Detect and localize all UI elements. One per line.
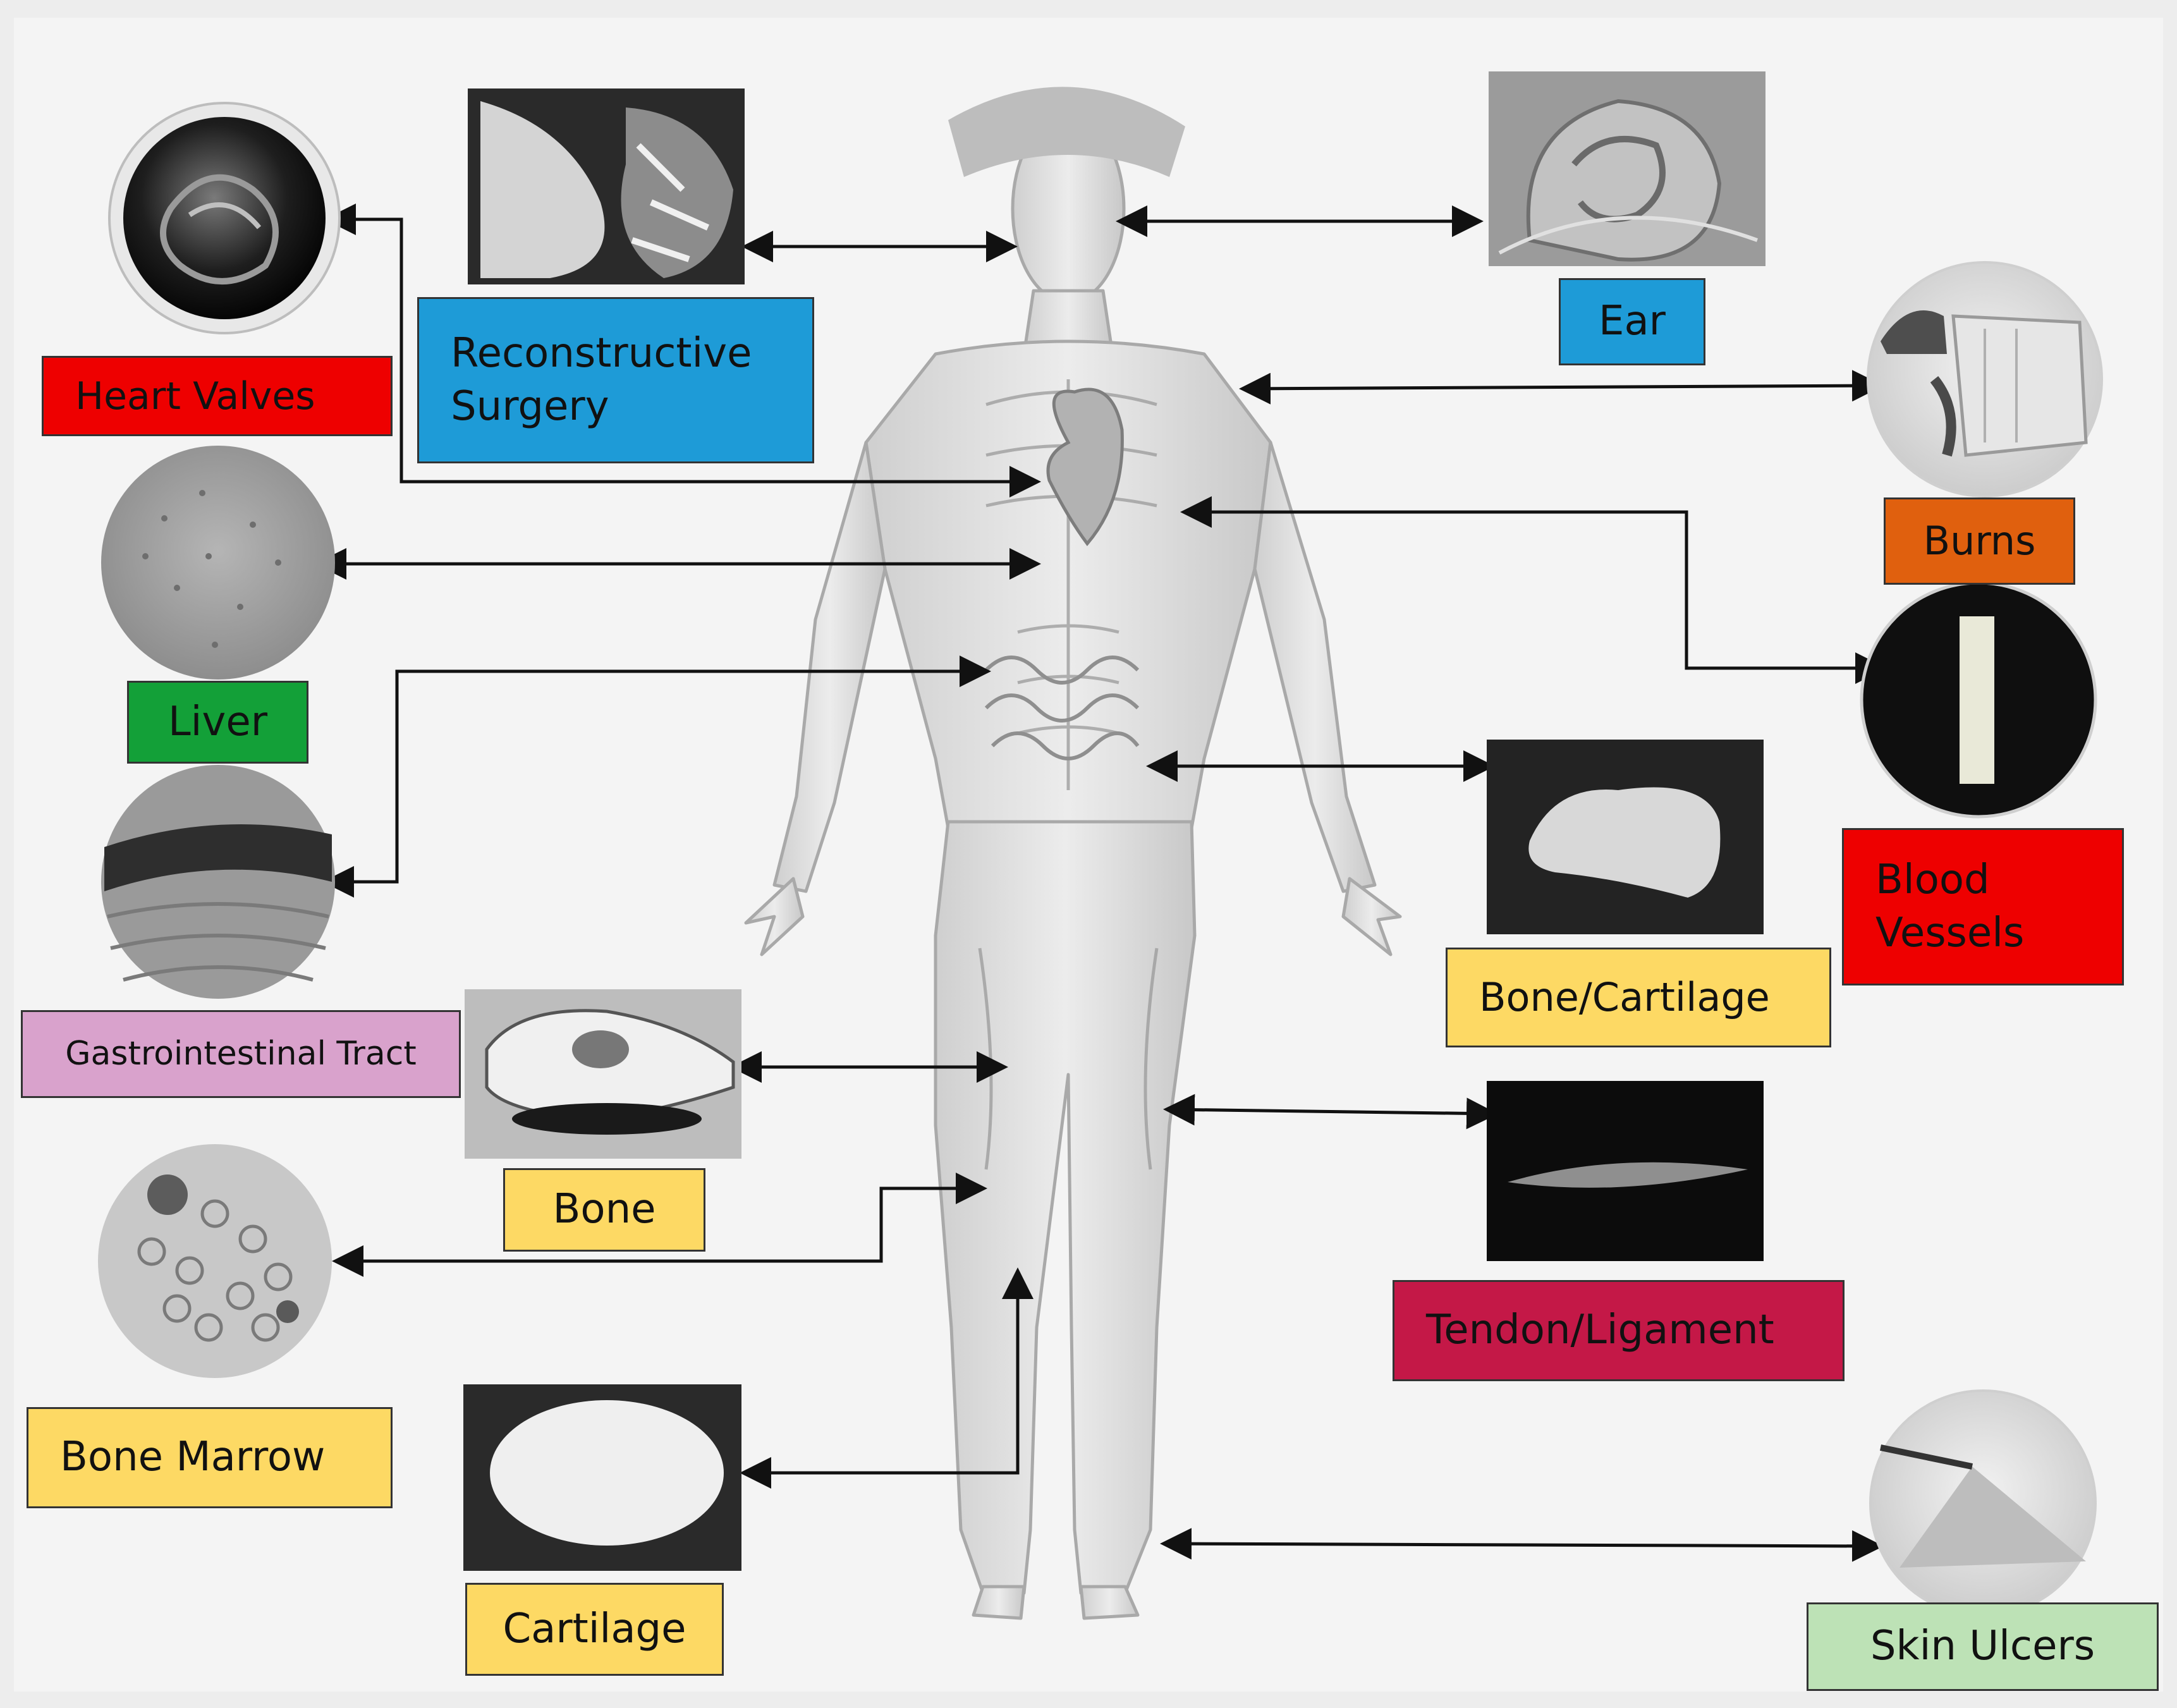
reconstructive-surgery-label: Reconstructive Surgery	[417, 297, 814, 463]
bone-marrow-photo	[98, 1144, 332, 1378]
tendon-ligament-photo	[1487, 1081, 1764, 1261]
arrow-bone-marrow	[332, 1173, 987, 1277]
cartilage-photo	[463, 1384, 741, 1571]
connector-arrows	[315, 204, 1887, 1562]
bone-photo	[465, 989, 741, 1159]
bone-cartilage-photo	[1487, 740, 1764, 934]
heart-valves-photo	[108, 102, 341, 334]
heart-valves-label: Heart Valves	[42, 356, 393, 436]
blood-vessels-photo	[1860, 581, 2097, 819]
reconstructive-surgery-photo	[468, 88, 745, 284]
arrow-heart-valves	[324, 204, 1041, 497]
figure-heart	[1046, 387, 1124, 546]
liver-photo	[101, 446, 335, 680]
bone-marrow-label: Bone Marrow	[27, 1407, 393, 1508]
burns-photo	[1867, 261, 2103, 497]
arrow-burns	[1239, 370, 1884, 405]
figure-intestines	[984, 656, 1140, 760]
bone-label: Bone	[503, 1168, 705, 1252]
skin-ulcers-label: Skin Ulcers	[1807, 1602, 2159, 1691]
ear-label: Ear	[1559, 278, 1705, 365]
gastrointestinal-tract-label: Gastrointestinal Tract	[21, 1010, 461, 1098]
liver-label: Liver	[127, 681, 308, 764]
arrow-tendon-ligament	[1163, 1094, 1498, 1130]
burns-label: Burns	[1884, 497, 2075, 585]
cartilage-label: Cartilage	[465, 1583, 724, 1676]
gastrointestinal-photo	[101, 765, 335, 999]
bone-cartilage-label: Bone/Cartilage	[1446, 948, 1831, 1047]
arrow-blood-vessels	[1180, 496, 1887, 684]
arrow-cartilage	[740, 1267, 1034, 1489]
arrow-gastrointestinal	[322, 656, 991, 898]
skin-ulcers-photo	[1869, 1389, 2097, 1617]
arrow-skin-ulcers	[1160, 1528, 1884, 1562]
blood-vessels-label: Blood Vessels	[1842, 828, 2124, 985]
ear-photo	[1489, 71, 1765, 266]
tendon-ligament-label: Tendon/Ligament	[1393, 1280, 1845, 1381]
